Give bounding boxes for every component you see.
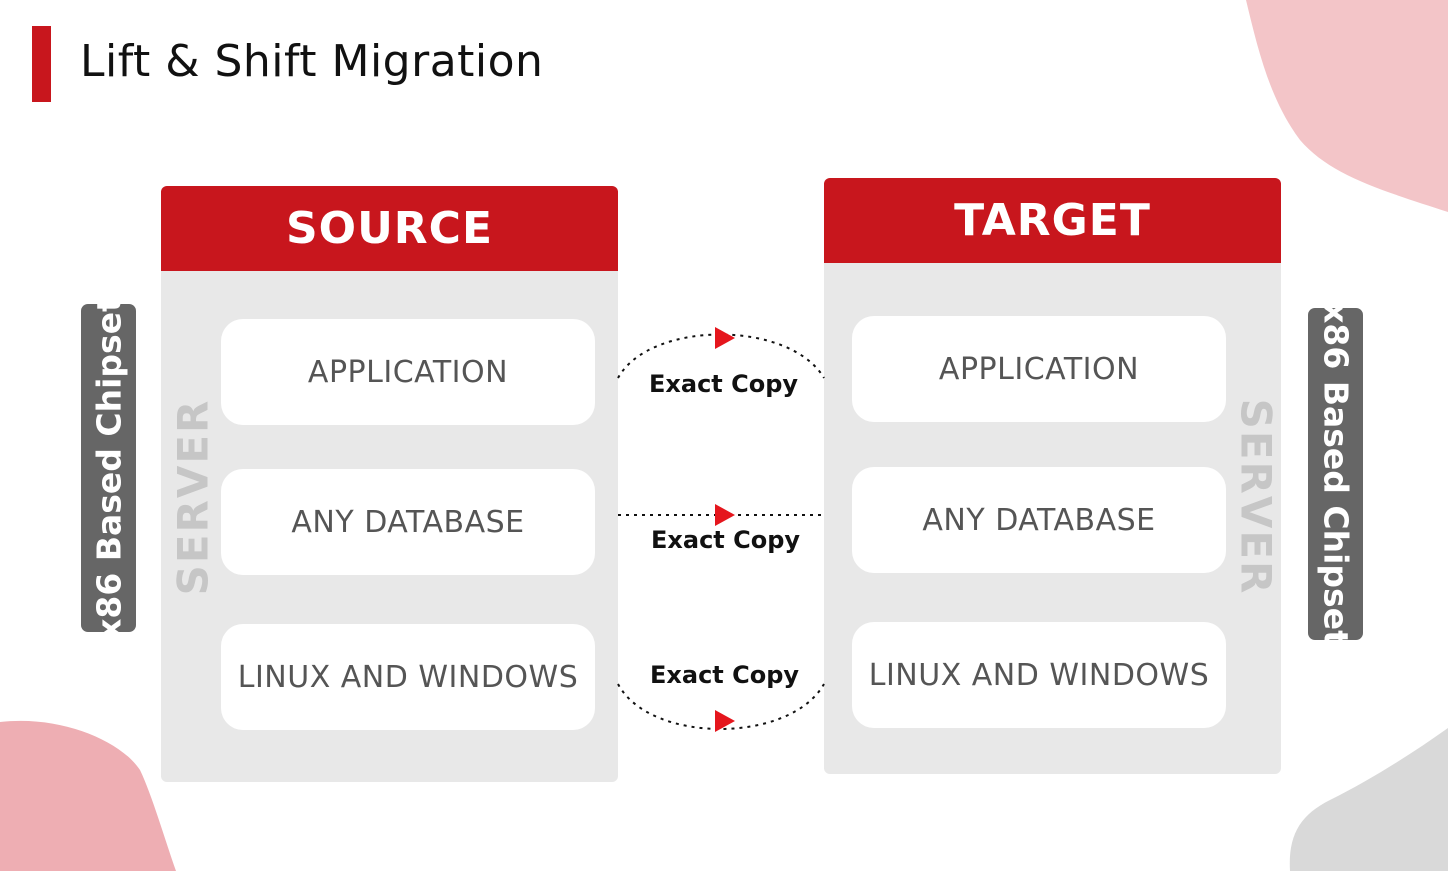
connector-label-middle: Exact Copy [651,526,801,554]
source-chipset-badge: x86 Based Chipset [81,296,136,640]
target-layer-database: ANY DATABASE [852,467,1226,573]
target-layer-application: APPLICATION [852,316,1226,422]
connector-label-bottom: Exact Copy [650,661,800,689]
connector-arc-top [617,333,825,379]
title-accent-bar [32,26,51,102]
arrow-head-middle [715,504,735,526]
top-right-blob [1246,0,1448,212]
source-layer-os: LINUX AND WINDOWS [221,624,595,730]
connector-label-top: Exact Copy [649,370,799,398]
source-layer-database: ANY DATABASE [221,469,595,575]
arrow-head-top [715,327,735,349]
bottom-left-blob [0,720,176,871]
bottom-right-blob [1289,728,1448,871]
source-layer-application: APPLICATION [221,319,595,425]
source-heading: SOURCE [161,186,618,271]
target-layer-os: LINUX AND WINDOWS [852,622,1226,728]
target-chipset-badge: x86 Based Chipset [1308,302,1363,646]
connector-arc-bottom [617,683,825,730]
arrow-head-bottom [715,710,735,732]
page-title: Lift & Shift Migration [80,36,544,87]
target-heading: TARGET [824,178,1281,263]
source-panel: SOURCE APPLICATION ANY DATABASE LINUX AN… [161,186,618,782]
target-panel: TARGET APPLICATION ANY DATABASE LINUX AN… [824,178,1281,774]
